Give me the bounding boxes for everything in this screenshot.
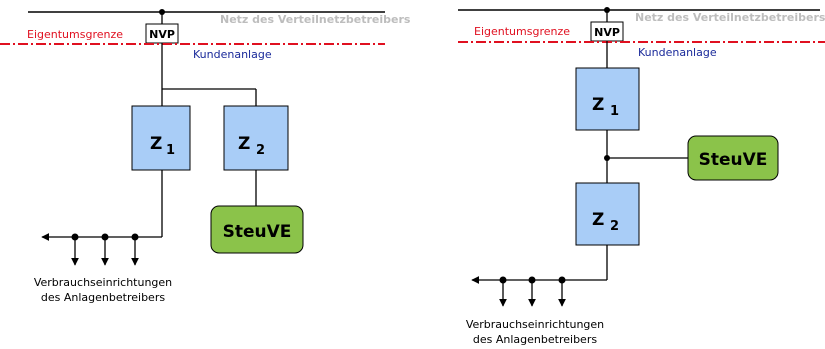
- left-meter-z1-index: 1: [166, 143, 175, 158]
- left-consumers-line2: des Anlagenbetreibers: [41, 291, 165, 304]
- right-nvp-label: NVP: [594, 26, 620, 39]
- right-meter-z1-index: 1: [610, 104, 619, 119]
- left-steuve-box: [210, 205, 304, 254]
- left-meter-z1-label: Z: [150, 134, 162, 154]
- left-meter-z1: [131, 105, 191, 171]
- right-meter-z2-index: 2: [610, 219, 619, 234]
- left-meter-z2: [223, 105, 289, 171]
- right-steuve-label: SteuVE: [699, 150, 768, 170]
- right-boundary-label: Eigentumsgrenze: [474, 25, 570, 38]
- right-customer-label: Kundenanlage: [638, 46, 717, 59]
- right-meter-z1: [575, 67, 640, 131]
- left-diagram: Netz des Verteilnetzbetreibers NVP Eigen…: [0, 9, 411, 304]
- right-meter-z1-label: Z: [592, 95, 604, 115]
- right-diagram: Netz des Verteilnetzbetreibers NVP Eigen…: [458, 7, 825, 346]
- left-consumers-line1: Verbrauchseinrichtungen: [34, 276, 172, 289]
- right-meter-z2: [575, 182, 640, 246]
- right-consumers-line2: des Anlagenbetreibers: [473, 333, 597, 346]
- left-grid-operator-label: Netz des Verteilnetzbetreibers: [220, 13, 411, 26]
- right-meter-z2-label: Z: [592, 210, 604, 230]
- left-nvp-label: NVP: [149, 28, 175, 41]
- right-grid-operator-label: Netz des Verteilnetzbetreibers: [635, 11, 825, 24]
- right-steuve-box: [687, 135, 779, 181]
- left-meter-z2-index: 2: [256, 143, 265, 158]
- left-customer-label: Kundenanlage: [193, 48, 272, 61]
- left-meter-z2-label: Z: [238, 134, 250, 154]
- left-steuve-label: SteuVE: [223, 222, 292, 242]
- left-boundary-label: Eigentumsgrenze: [27, 28, 123, 41]
- right-consumers-line1: Verbrauchseinrichtungen: [466, 318, 604, 331]
